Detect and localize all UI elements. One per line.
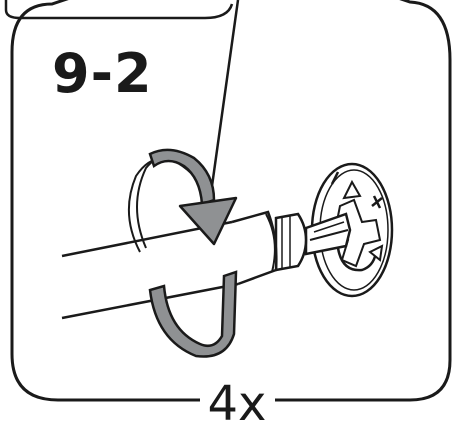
- callout-box-corner: [4, 0, 234, 20]
- step-label: 9-2: [52, 42, 153, 105]
- callout-leader-line: [210, 0, 240, 187]
- panel-frame: [10, 0, 452, 402]
- quantity-label: 4x: [208, 376, 267, 423]
- rotate-clockwise-icon: [127, 148, 238, 358]
